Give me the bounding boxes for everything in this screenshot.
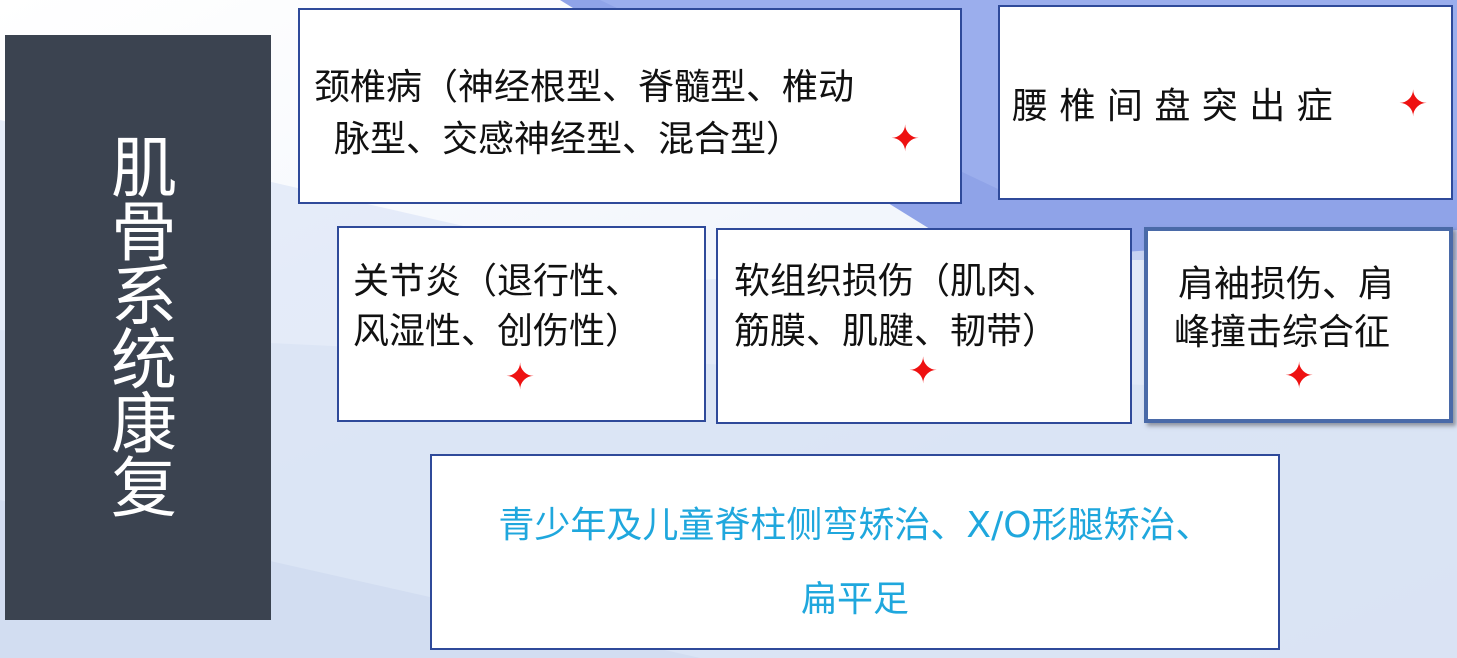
side-title: 肌骨系统康复 [100, 133, 177, 517]
cervical-box: 颈椎病（神经根型、脊髓型、椎动 脉型、交感神经型、混合型） ✦ [298, 8, 962, 204]
arthritis-line-1: 关节炎（退行性、 [353, 261, 642, 302]
star-icon: ✦ [1284, 356, 1315, 397]
lumbar-box: 腰 椎 间 盘 突 出 症 ✦ [998, 5, 1453, 200]
arthritis-box: 关节炎（退行性、 风湿性、创伤性） ✦ [337, 226, 706, 422]
youth-box: 青少年及儿童脊柱侧弯矫治、X/O形腿矫治、 扁平足 [430, 454, 1280, 650]
soft-tissue-line-1: 软组织损伤（肌肉、 [734, 261, 1059, 302]
cervical-line-1: 颈椎病（神经根型、脊髓型、椎动 [314, 67, 855, 108]
cervical-line-2: 脉型、交感神经型、混合型） [334, 119, 803, 160]
shoulder-box: 肩袖损伤、肩 峰撞击综合征 ✦ [1144, 227, 1453, 423]
star-icon: ✦ [505, 357, 536, 398]
star-icon: ✦ [890, 119, 921, 160]
soft-tissue-line-2: 筋膜、肌腱、韧带） [734, 311, 1059, 352]
side-title-panel: 肌骨系统康复 [5, 35, 271, 620]
star-icon: ✦ [1398, 84, 1429, 125]
lumbar-line-1: 腰 椎 间 盘 突 出 症 [1012, 86, 1333, 127]
arthritis-line-2: 风湿性、创伤性） [353, 311, 642, 352]
star-icon: ✦ [908, 351, 939, 392]
shoulder-line-2: 峰撞击综合征 [1174, 312, 1391, 353]
soft-tissue-box: 软组织损伤（肌肉、 筋膜、肌腱、韧带） ✦ [716, 228, 1132, 424]
youth-line-2: 扁平足 [800, 579, 909, 620]
youth-line-1: 青少年及儿童脊柱侧弯矫治、X/O形腿矫治、 [498, 505, 1212, 546]
shoulder-line-1: 肩袖损伤、肩 [1178, 264, 1395, 305]
